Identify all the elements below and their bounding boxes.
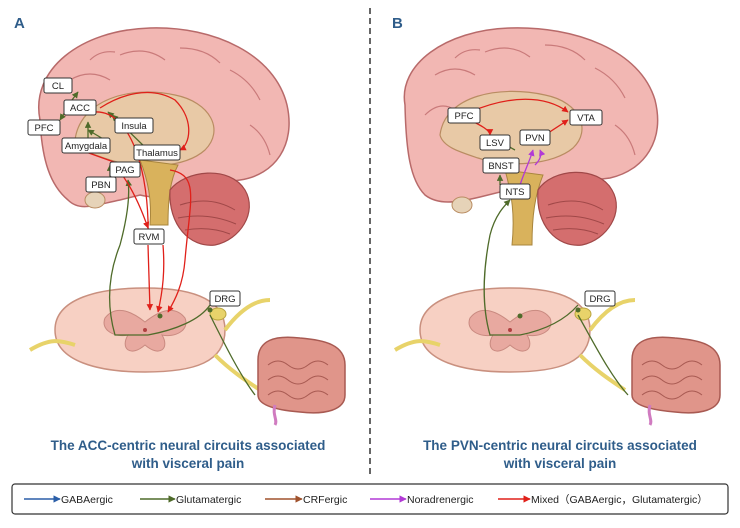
label-text: ACC	[70, 103, 90, 114]
label-text: PFC	[455, 111, 474, 122]
legend-item-glutamatergic: Glutamatergic	[140, 494, 241, 506]
caption-a-line2: with visceral pain	[131, 456, 245, 471]
label-text: RVM	[139, 232, 160, 243]
legend-label: Mixed（GABAergic，Glutamatergic）	[531, 494, 708, 506]
panel-a-letter: A	[14, 15, 25, 32]
panel-b-letter: B	[392, 15, 403, 32]
label-text: Insula	[121, 121, 147, 132]
label-text: Amygdala	[65, 141, 108, 152]
label-pvn-b: PVN	[519, 129, 551, 146]
label-pfc-a: PFC	[27, 119, 61, 136]
label-amygdala-a: Amygdala	[61, 137, 111, 154]
legend-item-noradrenergic: Noradrenergic	[370, 494, 474, 506]
label-thalamus-a: Thalamus	[133, 144, 181, 161]
label-text: PVN	[525, 133, 545, 144]
legend-label: Noradrenergic	[407, 494, 474, 506]
label-text: PBN	[91, 180, 111, 191]
legend-label: CRFergic	[303, 494, 347, 506]
panel-b: B	[392, 15, 721, 471]
legend-item-gabaergic: GABAergic	[24, 494, 113, 506]
label-text: VTA	[577, 113, 595, 124]
label-text: PFC	[35, 123, 54, 134]
label-cl-a: CL	[43, 77, 73, 94]
intestine-illustration-a	[257, 336, 346, 426]
intestine-illustration-b	[631, 336, 721, 426]
label-pfc-b: PFC	[447, 107, 481, 124]
label-text: LSV	[486, 138, 505, 149]
label-drg-b: DRG	[584, 290, 616, 307]
label-pag-a: PAG	[109, 161, 141, 178]
label-text: DRG	[214, 294, 235, 305]
brain-illustration-b	[403, 27, 659, 246]
label-insula-a: Insula	[114, 117, 154, 134]
label-rvm-a: RVM	[133, 228, 165, 245]
label-text: Thalamus	[136, 148, 178, 159]
label-bnst-b: BNST	[482, 157, 520, 174]
panel-a: A	[14, 15, 346, 471]
legend: GABAergic Glutamatergic CRFergic Noradre…	[11, 483, 729, 515]
label-text: PAG	[115, 165, 134, 176]
label-text: CL	[52, 81, 64, 92]
label-text: NTS	[506, 187, 525, 198]
label-text: BNST	[488, 161, 514, 172]
label-pbn-a: PBN	[85, 176, 117, 193]
legend-label: Glutamatergic	[176, 494, 241, 506]
spinal-cord-section-a	[28, 287, 271, 392]
label-acc-a: ACC	[63, 99, 97, 116]
label-nts-b: NTS	[499, 183, 531, 200]
label-drg-a: DRG	[209, 290, 241, 307]
label-lsv-b: LSV	[479, 134, 511, 151]
caption-b-line1: The PVN-centric neural circuits associat…	[423, 438, 697, 453]
legend-label: GABAergic	[61, 494, 113, 506]
legend-item-mixed: Mixed（GABAergic，Glutamatergic）	[498, 494, 708, 506]
legend-item-crfergic: CRFergic	[265, 494, 347, 506]
caption-a-line1: The ACC-centric neural circuits associat…	[51, 438, 326, 453]
label-text: DRG	[589, 294, 610, 305]
brain-illustration-a	[38, 27, 290, 246]
caption-b-line2: with visceral pain	[503, 456, 617, 471]
label-vta-b: VTA	[569, 109, 603, 126]
